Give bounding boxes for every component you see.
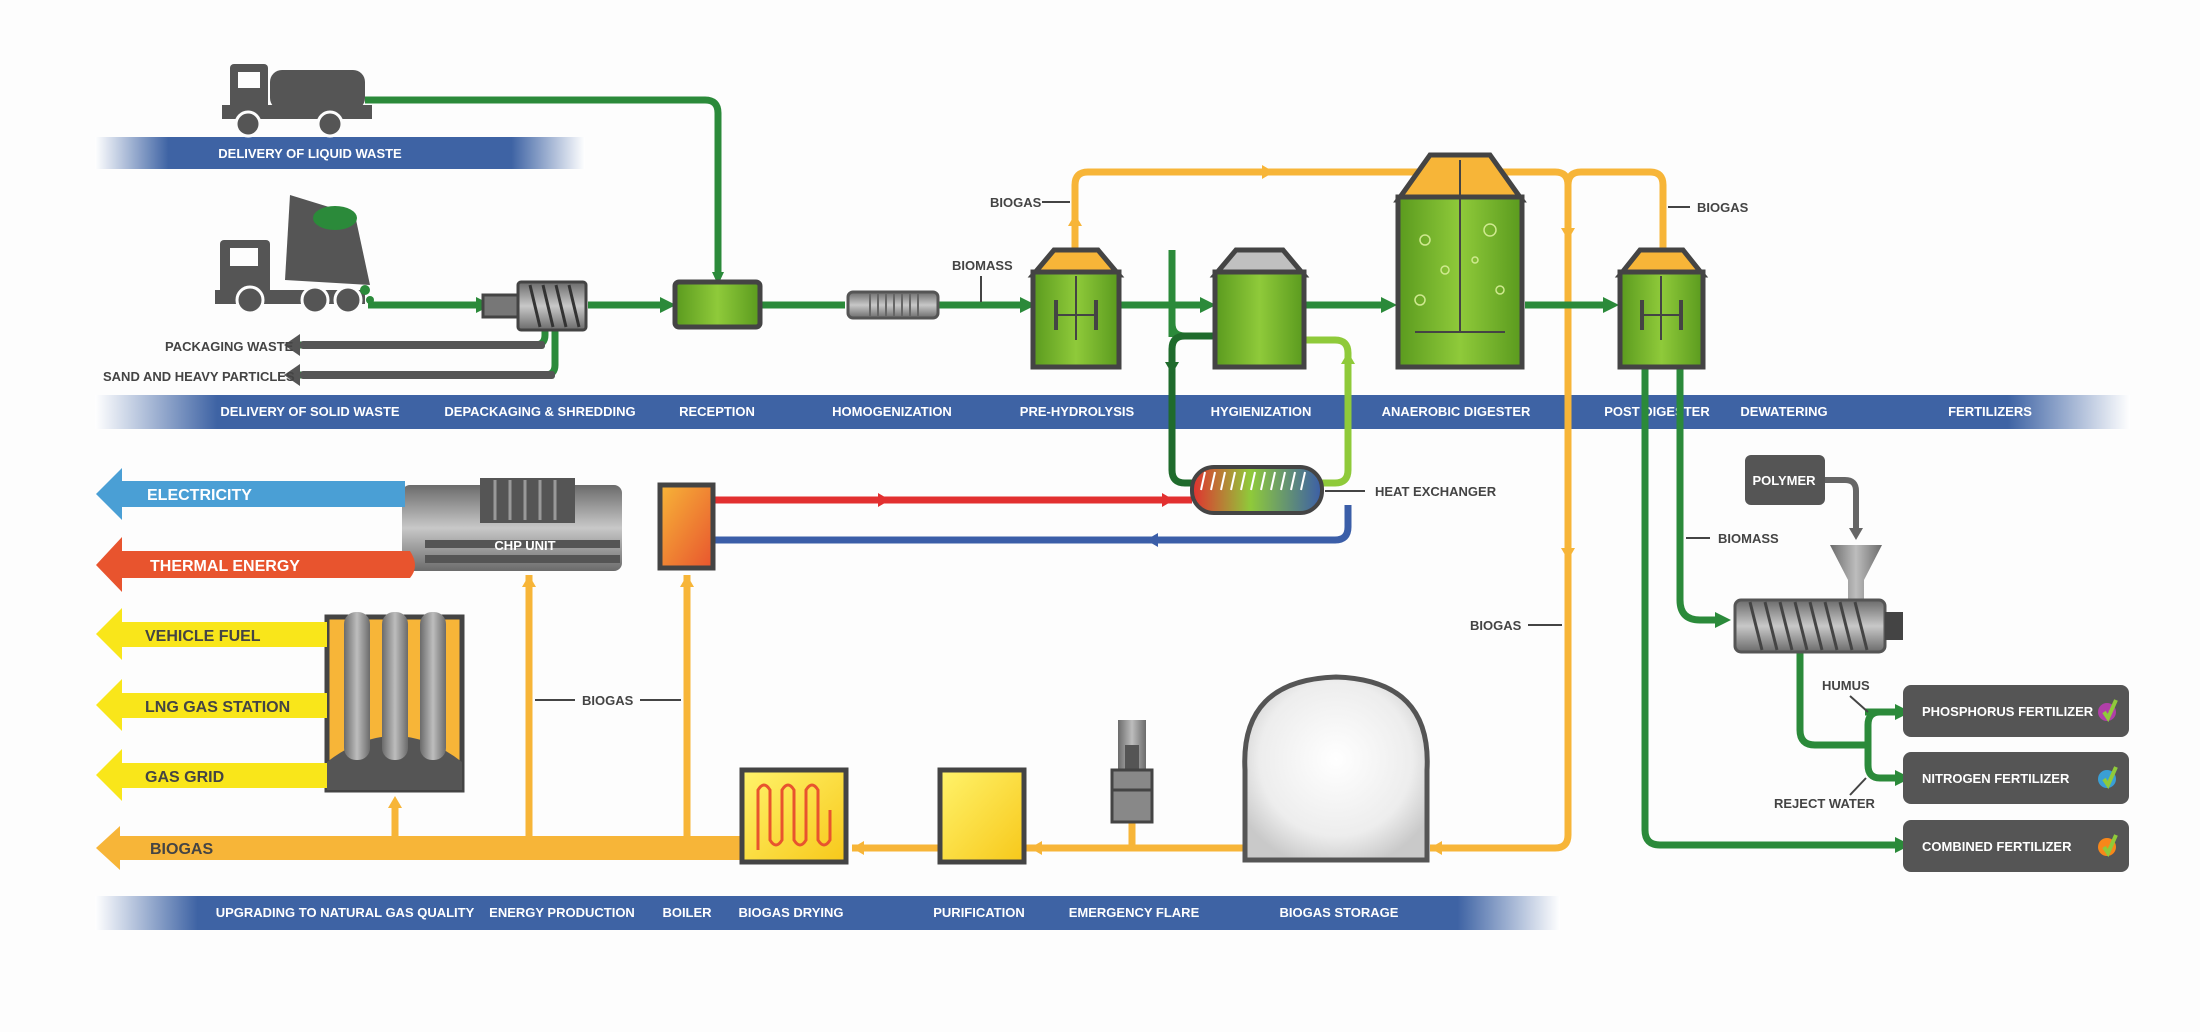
cold-marker — [1146, 533, 1158, 547]
biogas-storage-dome — [1242, 674, 1430, 863]
biomass-flow-markers — [476, 272, 1911, 853]
phosphorus-fertilizer-box: PHOSPHORUS FERTILIZER — [1903, 685, 2129, 737]
arrow-label: GAS GRID — [145, 769, 224, 786]
arrow-label: ELECTRICITY — [147, 487, 252, 504]
waste-arrows — [284, 334, 555, 386]
loop-marker — [1165, 362, 1179, 374]
polymer-marker — [1849, 528, 1863, 540]
band-label: ANAEROBIC DIGESTER — [1382, 404, 1531, 419]
band-label: DELIVERY OF SOLID WASTE — [220, 404, 399, 419]
bottom-band-labels: UPGRADING TO NATURAL GAS QUALITY ENERGY … — [216, 905, 1399, 920]
reception-tank — [672, 279, 763, 330]
energy-output-arrows: ELECTRICITY THERMAL ENERGY VEHICLE FUEL … — [96, 468, 415, 858]
band-label: HOMOGENIZATION — [832, 404, 952, 419]
polymer-tank: POLYMER — [1745, 455, 1825, 505]
heat-exchanger-label: HEAT EXCHANGER — [1375, 484, 1497, 499]
arrow-label: VEHICLE FUEL — [145, 628, 261, 645]
biogas-label: BIOGAS — [1697, 200, 1749, 215]
heat-exchanger-icon — [1190, 465, 1324, 515]
band-label: POST DIGESTER — [1604, 404, 1710, 419]
chp-label: CHP UNIT — [494, 538, 555, 553]
anaerobic-digester-tank — [1393, 152, 1527, 370]
upgrading-unit-icon — [324, 612, 465, 793]
band-label: UPGRADING TO NATURAL GAS QUALITY — [216, 905, 475, 920]
flow-annotations: PACKAGING WASTE SAND AND HEAVY PARTICLES… — [103, 195, 1875, 811]
band-label: ENERGY PRODUCTION — [489, 905, 635, 920]
band-label: RECEPTION — [679, 404, 755, 419]
biomass-pipes — [300, 96, 1900, 849]
combined-fertilizer-box: COMBINED FERTILIZER — [1903, 820, 2129, 872]
hot-marker — [1162, 493, 1174, 507]
biogas-flow-markers — [388, 165, 1575, 855]
band-label: BOILER — [662, 905, 712, 920]
loop-marker — [1341, 352, 1355, 364]
humus-label: HUMUS — [1822, 678, 1870, 693]
hygienization-tank — [1209, 247, 1310, 370]
post-digester-tank — [1614, 247, 1709, 370]
top-process-band — [95, 395, 2130, 429]
lng-arrow: LNG GAS STATION — [96, 679, 327, 731]
chp-unit-icon: CHP UNIT — [402, 478, 622, 571]
gas-grid-arrow: GAS GRID — [96, 749, 327, 801]
biogas-label: BIOGAS — [582, 693, 634, 708]
cold-water-pipe — [715, 505, 1352, 544]
homogenizer-icon — [846, 290, 940, 320]
band-label: HYGIENIZATION — [1211, 404, 1312, 419]
electricity-arrow: ELECTRICITY — [96, 468, 405, 520]
polymer-pipe — [1825, 477, 1859, 528]
fertilizer-label: NITROGEN FERTILIZER — [1922, 771, 2070, 786]
purification-icon — [937, 767, 1027, 865]
liquid-waste-band — [95, 137, 585, 169]
pre-hydrolysis-tank — [1027, 247, 1125, 370]
screw-press-icon — [1733, 598, 1903, 654]
packaging-waste-label: PACKAGING WASTE — [165, 339, 294, 354]
band-label: BIOGAS STORAGE — [1280, 905, 1399, 920]
polymer-label: POLYMER — [1752, 473, 1816, 488]
shredder-icon — [481, 280, 588, 332]
bottom-process-band — [95, 896, 1560, 930]
nitrogen-fertilizer-box: NITROGEN FERTILIZER — [1903, 752, 2129, 804]
biogas-label: BIOGAS — [990, 195, 1042, 210]
hopper-icon — [1830, 545, 1882, 605]
thermal-energy-arrow: THERMAL ENERGY — [96, 537, 415, 592]
arrow-label: THERMAL ENERGY — [150, 558, 300, 575]
biomass-label: BIOMASS — [952, 258, 1013, 273]
biogas-output-label: BIOGAS — [150, 841, 213, 858]
band-label: DEPACKAGING & SHREDDING — [444, 404, 635, 419]
biomass-label: BIOMASS — [1718, 531, 1779, 546]
biogas-label: BIOGAS — [1470, 618, 1522, 633]
fertilizer-label: COMBINED FERTILIZER — [1922, 839, 2072, 854]
dump-truck-icon — [215, 195, 374, 315]
band-label: PRE-HYDROLYSIS — [1020, 404, 1135, 419]
emergency-flare-icon — [1110, 720, 1154, 824]
band-label: DEWATERING — [1740, 404, 1827, 419]
arrow-label: LNG GAS STATION — [145, 699, 290, 716]
liquid-waste-label: DELIVERY OF LIQUID WASTE — [218, 146, 402, 161]
top-band-labels: DELIVERY OF SOLID WASTE DEPACKAGING & SH… — [220, 404, 2032, 419]
band-label: FERTILIZERS — [1948, 404, 2032, 419]
hot-marker — [878, 493, 890, 507]
biogas-pipes — [391, 168, 1667, 852]
fertilizer-label: PHOSPHORUS FERTILIZER — [1922, 704, 2094, 719]
vehicle-fuel-arrow: VEHICLE FUEL — [96, 608, 327, 660]
biogas-output-arrow — [98, 836, 741, 860]
band-label: PURIFICATION — [933, 905, 1024, 920]
tanker-truck-icon — [222, 64, 372, 138]
biogas-arrow-head — [96, 826, 120, 870]
sand-label: SAND AND HEAVY PARTICLES — [103, 369, 295, 384]
reject-water-label: REJECT WATER — [1774, 796, 1875, 811]
band-label: EMERGENCY FLARE — [1069, 905, 1200, 920]
boiler-icon — [657, 482, 716, 571]
heat-loop-pipes — [1168, 249, 1352, 487]
fertilizer-boxes: PHOSPHORUS FERTILIZER NITROGEN FERTILIZE… — [1903, 685, 2129, 872]
biogas-drying-icon — [739, 767, 849, 865]
band-label: BIOGAS DRYING — [739, 905, 844, 920]
